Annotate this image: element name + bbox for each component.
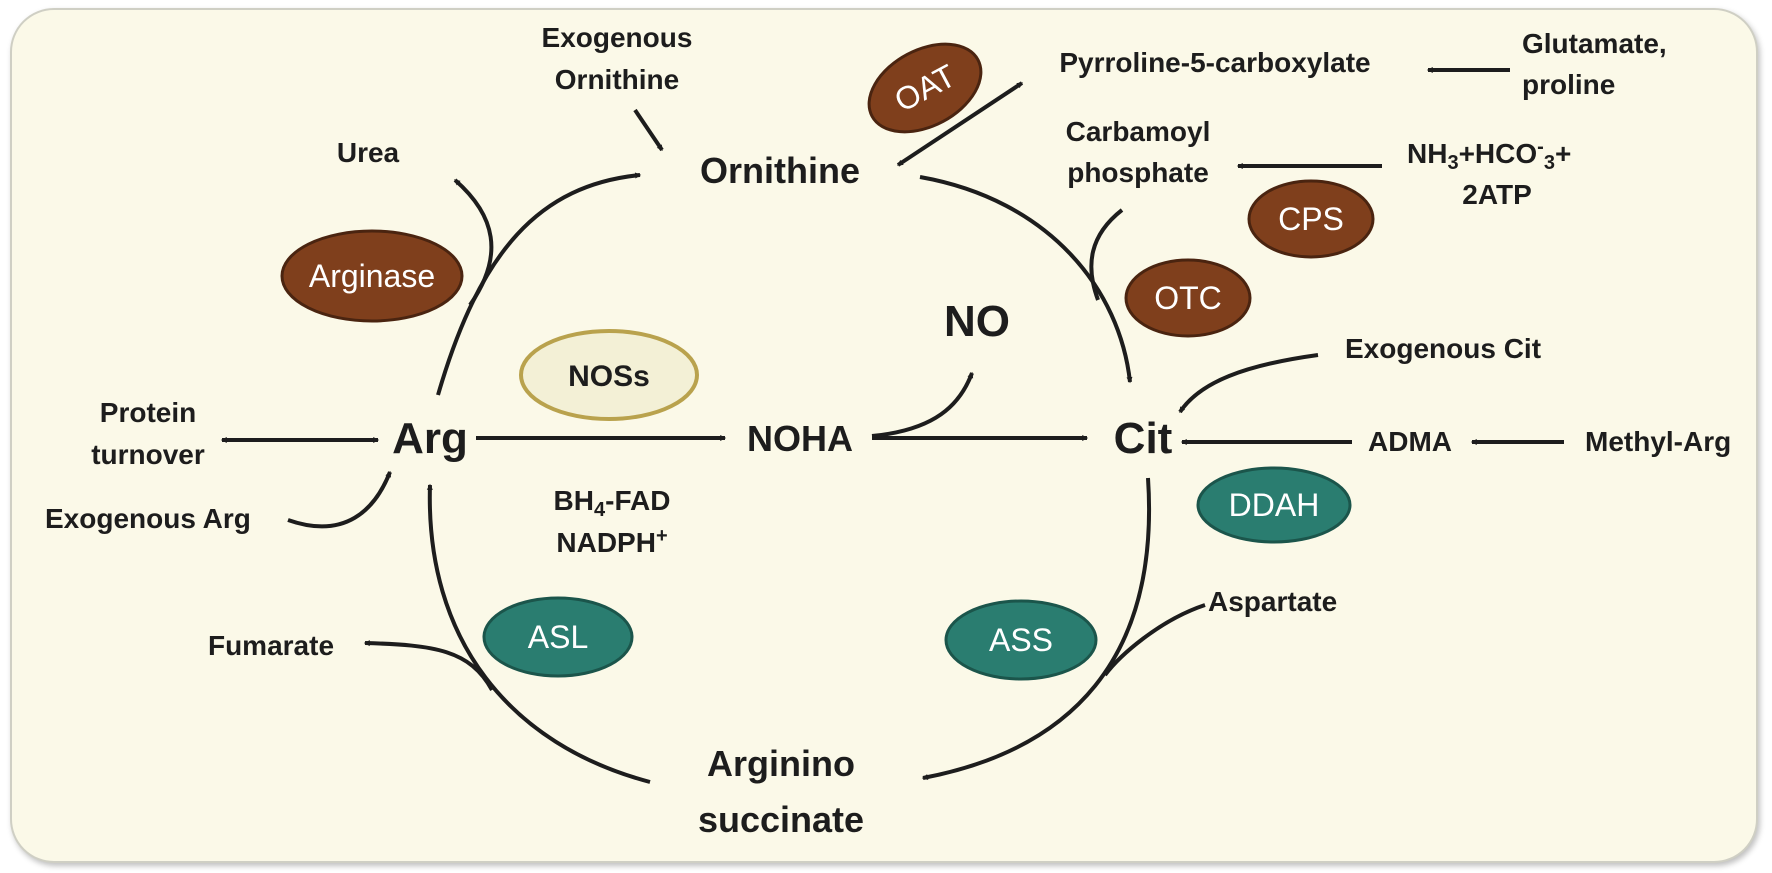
enzyme-ass: ASS	[989, 622, 1053, 658]
enzyme-otc: OTC	[1154, 280, 1222, 316]
label-cofactor-2: NADPH+	[556, 525, 667, 558]
label-aspartate: Aspartate	[1208, 586, 1337, 617]
otc-ellipse	[1124, 258, 1252, 338]
arrow-arg-to-ornithine	[436, 172, 642, 396]
label-carbamoyl-1: Carbamoyl	[1066, 116, 1211, 147]
label-methyl-arg: Methyl-Arg	[1585, 426, 1731, 457]
cps-ellipse	[1247, 179, 1375, 259]
label-glutamate-2: proline	[1522, 69, 1615, 100]
nh3-f: +	[1555, 138, 1571, 169]
arrow-exogenous-ornithine	[633, 108, 664, 152]
label-adma: ADMA	[1368, 426, 1452, 457]
label-urea: Urea	[337, 137, 400, 168]
label-glutamate-1: Glutamate,	[1522, 28, 1667, 59]
ass-ellipse	[944, 599, 1098, 681]
label-exogenous-ornithine-2: Ornithine	[555, 64, 679, 95]
noss-ellipse	[519, 329, 699, 421]
label-noha: NOHA	[747, 418, 853, 459]
arginase-ellipse	[280, 229, 464, 323]
arrow-exogenous-cit	[1178, 353, 1319, 414]
cofactor-1b: 4	[594, 499, 606, 521]
nh3-d: -	[1537, 136, 1544, 158]
ddah-ellipse	[1196, 466, 1352, 544]
metabolite-labels: Exogenous Ornithine Urea Ornithine Pyrro…	[45, 22, 1731, 840]
arrows	[220, 67, 1564, 784]
arrow-to-fumarate	[363, 640, 494, 691]
nh3-e: 3	[1544, 152, 1555, 174]
arrow-noha-to-no	[871, 371, 974, 438]
line-carbamoyl-join	[1089, 208, 1124, 301]
cofactor-2a: NADPH	[556, 527, 656, 558]
label-carbamoyl-2: phosphate	[1067, 157, 1209, 188]
enzyme-ellipses	[280, 42, 1375, 681]
enzyme-arginase: Arginase	[309, 258, 435, 294]
nh3-c: +HCO	[1459, 138, 1538, 169]
label-protein-2: turnover	[91, 439, 205, 470]
cofactor-1c: -FAD	[605, 485, 670, 516]
label-nh3-hco3: NH3+HCO-3+	[1407, 136, 1571, 174]
label-exogenous-cit: Exogenous Cit	[1345, 333, 1541, 364]
arrow-exogenous-arg	[287, 470, 392, 529]
arrow-oat-double	[896, 81, 1024, 167]
label-fumarate: Fumarate	[208, 630, 334, 661]
label-cit: Cit	[1114, 414, 1173, 463]
label-cofactor-1: BH4-FAD	[554, 485, 671, 521]
arrow-to-urea	[453, 178, 494, 307]
nh3-b: 3	[1447, 152, 1458, 174]
enzyme-asl: ASL	[528, 619, 588, 655]
asl-ellipse	[482, 596, 634, 678]
label-2atp: 2ATP	[1462, 179, 1532, 210]
label-no: NO	[944, 297, 1010, 346]
label-arg: Arg	[392, 414, 468, 463]
label-exogenous-arg: Exogenous Arg	[45, 503, 251, 534]
cofactor-2b: +	[656, 525, 668, 547]
enzyme-noss: NOSs	[568, 360, 650, 393]
label-protein-1: Protein	[100, 397, 196, 428]
label-argsucc-1: Arginino	[707, 743, 855, 784]
enzyme-ddah: DDAH	[1229, 487, 1320, 523]
label-p5c: Pyrroline-5-carboxylate	[1059, 47, 1370, 78]
nh3-a: NH	[1407, 138, 1447, 169]
arrow-ornithine-to-cit	[919, 175, 1133, 384]
line-aspartate-join	[1103, 603, 1206, 677]
oat-ellipse	[867, 42, 983, 134]
cofactor-1a: BH	[554, 485, 594, 516]
label-exogenous-ornithine-1: Exogenous	[542, 22, 693, 53]
label-argsucc-2: succinate	[698, 799, 864, 840]
enzyme-labels: OAT Arginase CPS OTC NOSs DDAH ASL ASS	[309, 57, 1344, 658]
label-ornithine: Ornithine	[700, 150, 860, 191]
enzyme-cps: CPS	[1278, 201, 1344, 237]
arrow-cit-to-argsucc	[921, 477, 1152, 781]
